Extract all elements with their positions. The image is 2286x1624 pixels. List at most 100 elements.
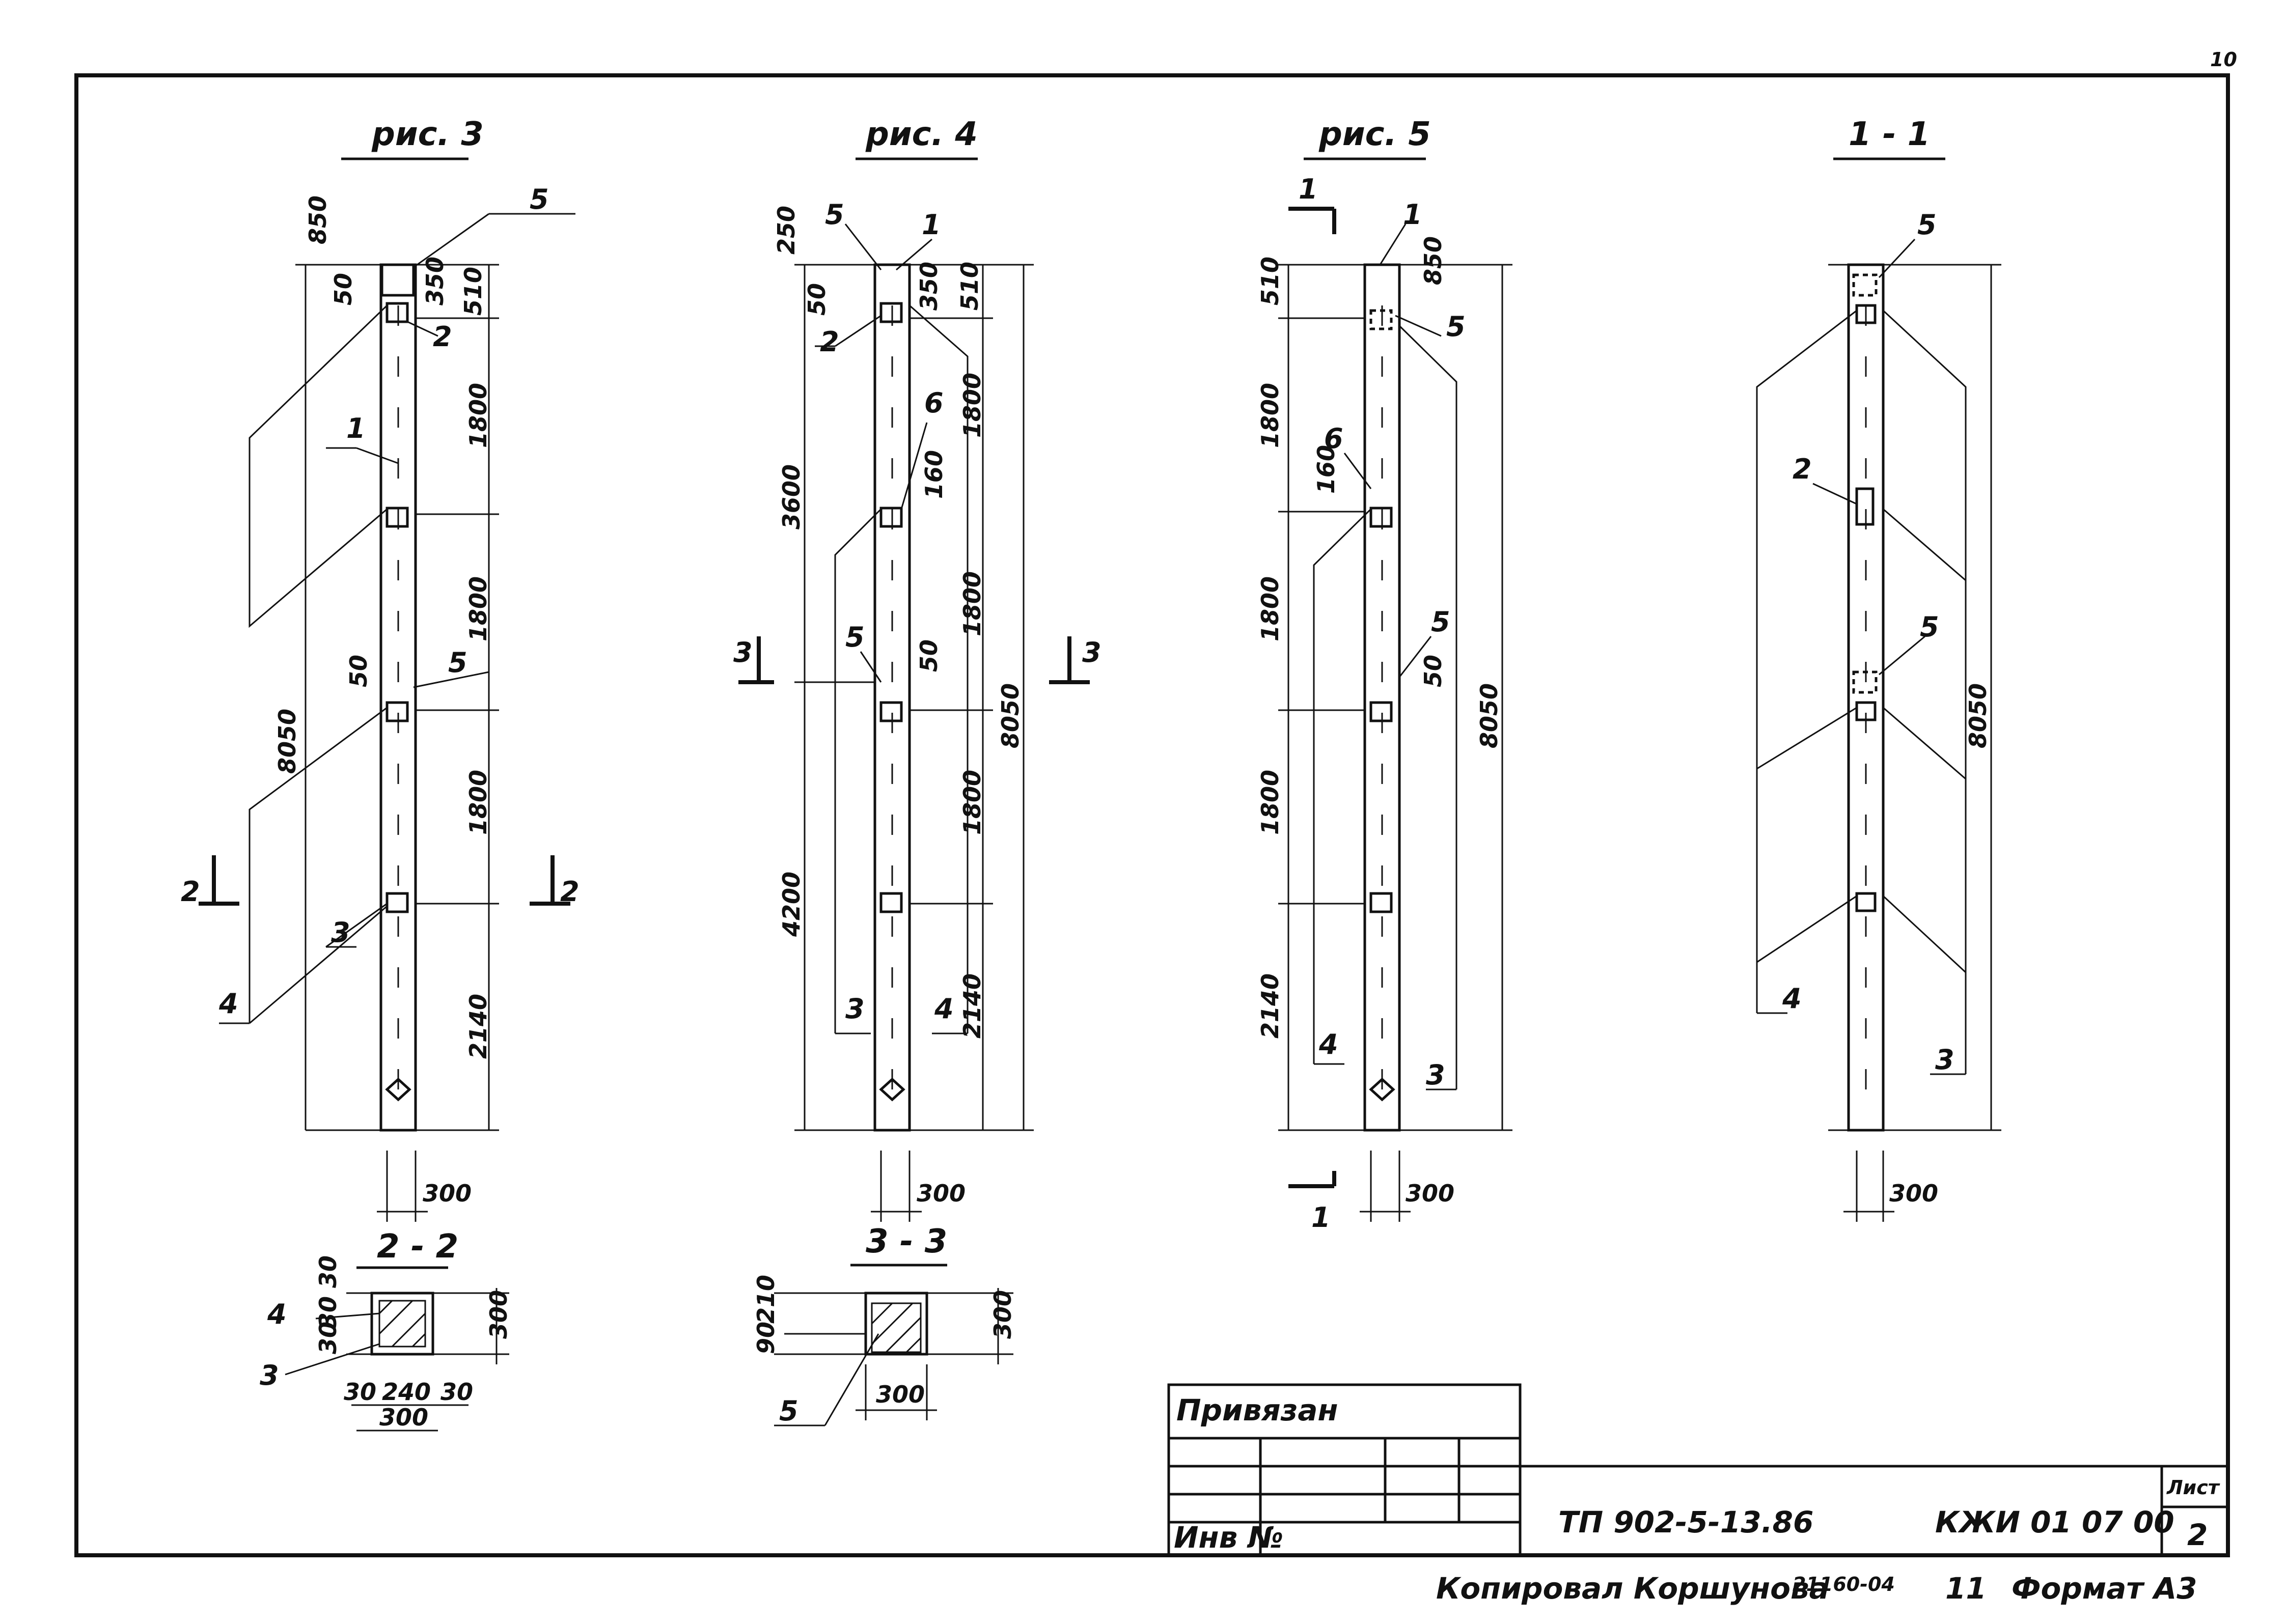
fig5-dim: 510	[1256, 257, 1284, 305]
fig4-dim: 50	[803, 283, 831, 316]
s33-dim: 300	[876, 1381, 925, 1408]
fig4-dim: 1800	[958, 770, 986, 835]
fig3-dim: 1800	[464, 383, 492, 448]
fig5-callout: 3	[1426, 1059, 1445, 1091]
fig4-dim: 3600	[778, 464, 805, 529]
fig4-dim: 8050	[997, 683, 1024, 748]
s33-title: 3 - 3	[866, 1223, 947, 1261]
s33-dim: 300	[989, 1290, 1016, 1339]
sec11-plate	[1855, 304, 1877, 324]
fig3-dim: 2140	[464, 994, 492, 1059]
s22-callout: 4	[267, 1298, 287, 1330]
fig3-dim: 50	[345, 655, 372, 687]
stamp-doc: КЖИ 01 07 00	[1935, 1505, 2174, 1539]
s22-dim: 300	[379, 1404, 428, 1431]
fig3-dim: 8050	[273, 709, 301, 774]
footer: Копировал Коршунова 21160-04 11 Формат А…	[1436, 1571, 2197, 1606]
section-1-1: 1 - 1 8050 300 5 2 5 4 3	[1756, 116, 2001, 1222]
sec11-column	[1847, 263, 1885, 1132]
fig3-plate	[385, 507, 409, 528]
fig5-plate	[1369, 309, 1393, 330]
fig4-callout: 6	[924, 387, 944, 419]
s22-dim: 300	[485, 1290, 512, 1339]
fig5-dim: 1800	[1256, 576, 1284, 641]
fig5-dim: 850	[1419, 236, 1447, 285]
fig5-column	[1363, 263, 1401, 1132]
fig3-callout: 4	[218, 988, 238, 1020]
s22-dim: 240	[382, 1378, 431, 1406]
s33-callout: 5	[779, 1395, 798, 1427]
fig4-plate	[879, 507, 903, 528]
fig3-plate	[385, 302, 409, 323]
figure-3: рис. 3 850 50 350 510 1800 1800 50 1800 …	[181, 116, 580, 1222]
fig4-dim: 350	[915, 262, 943, 311]
section-2-2: 2 - 2 30 30 30 300 30 240 30 300 4 3	[260, 1228, 512, 1432]
fig3-dim: 300	[423, 1180, 472, 1207]
fig4-dim: 250	[773, 206, 800, 255]
fig4-callout: 5	[845, 621, 865, 653]
footer-num: 11	[1945, 1571, 1987, 1606]
fig5-dim: 1800	[1256, 383, 1284, 448]
fig5-callout: 5	[1446, 311, 1466, 343]
sec11-title: 1 - 1	[1849, 116, 1930, 153]
fig5-callout: 1	[1403, 199, 1422, 231]
stamp-code: ТП 902-5-13.86	[1558, 1505, 1813, 1539]
fig3-callout: 5	[530, 183, 549, 215]
fig3-callout: 3	[331, 916, 350, 948]
fig3-dim: 50	[329, 273, 357, 305]
fig4-section-mark: 3	[733, 636, 753, 668]
sec11-callout: 5	[1917, 209, 1937, 241]
fig5-section-mark: 1	[1299, 173, 1318, 205]
fig5-plate	[1369, 892, 1393, 913]
s22-dim: 30	[440, 1378, 473, 1406]
fig5-callout: 5	[1431, 606, 1450, 638]
fig5-dim: 8050	[1475, 683, 1503, 748]
stamp-privyazan: Привязан	[1176, 1393, 1338, 1427]
fig5-callout: 6	[1324, 423, 1343, 455]
fig4-dim: 4200	[778, 872, 805, 937]
fig4-callout: 2	[820, 326, 839, 358]
figure-4: рис. 4 250 50 350 510 1800 160 3600 50 1…	[733, 116, 1101, 1222]
fig3-dim: 510	[459, 267, 487, 316]
fig4-callout: 5	[825, 199, 844, 231]
sec11-callout: 2	[1793, 453, 1812, 485]
fig5-title: рис. 5	[1318, 116, 1431, 153]
s22-title: 2 - 2	[377, 1228, 458, 1266]
fig3-callout: 1	[346, 412, 366, 444]
s22-cross-section	[370, 1292, 434, 1356]
fig5-callout: 4	[1318, 1028, 1338, 1060]
footer-order: 21160-04	[1793, 1573, 1895, 1595]
sec11-callout: 4	[1782, 983, 1802, 1015]
sec11-plate	[1855, 701, 1877, 721]
fig4-dim: 160	[920, 450, 948, 499]
fig4-title: рис. 4	[865, 116, 978, 153]
fig5-dim: 300	[1406, 1180, 1454, 1207]
fig5-dim: 160	[1312, 445, 1340, 494]
stamp-inv: Инв №	[1174, 1520, 1283, 1555]
fig4-callout: 4	[934, 993, 954, 1025]
fig4-dim: 300	[917, 1180, 966, 1207]
fig4-column	[873, 263, 911, 1132]
s33-dim: 210	[752, 1275, 780, 1324]
fig5-dim: 2140	[1256, 973, 1284, 1039]
sec11-dim: 300	[1889, 1180, 1938, 1207]
fig5-dim: 50	[1419, 655, 1447, 687]
footer-copied: Копировал Коршунова	[1436, 1571, 1829, 1606]
fig3-dim: 1800	[464, 770, 492, 835]
fig3-callout: 2	[433, 321, 452, 353]
fig3-title: рис. 3	[371, 116, 484, 153]
fig5-plate	[1369, 507, 1393, 528]
fig4-callout: 3	[845, 993, 865, 1025]
fig4-plate	[879, 302, 903, 323]
s22-dim: 30	[314, 1296, 342, 1329]
fig3-plate	[385, 701, 409, 722]
fig3-dim: 350	[421, 257, 449, 305]
fig5-plate	[1369, 701, 1393, 722]
section-3-3: 3 - 3 210 90 300 300 5	[752, 1223, 1016, 1427]
s22-callout: 3	[260, 1359, 279, 1391]
fig3-dim: 1800	[464, 576, 492, 641]
fig4-dim: 1800	[958, 571, 986, 636]
sec11-callout: 3	[1935, 1044, 1954, 1076]
stamp-list-no: 2	[2187, 1518, 2208, 1552]
sec11-plate	[1855, 487, 1875, 526]
